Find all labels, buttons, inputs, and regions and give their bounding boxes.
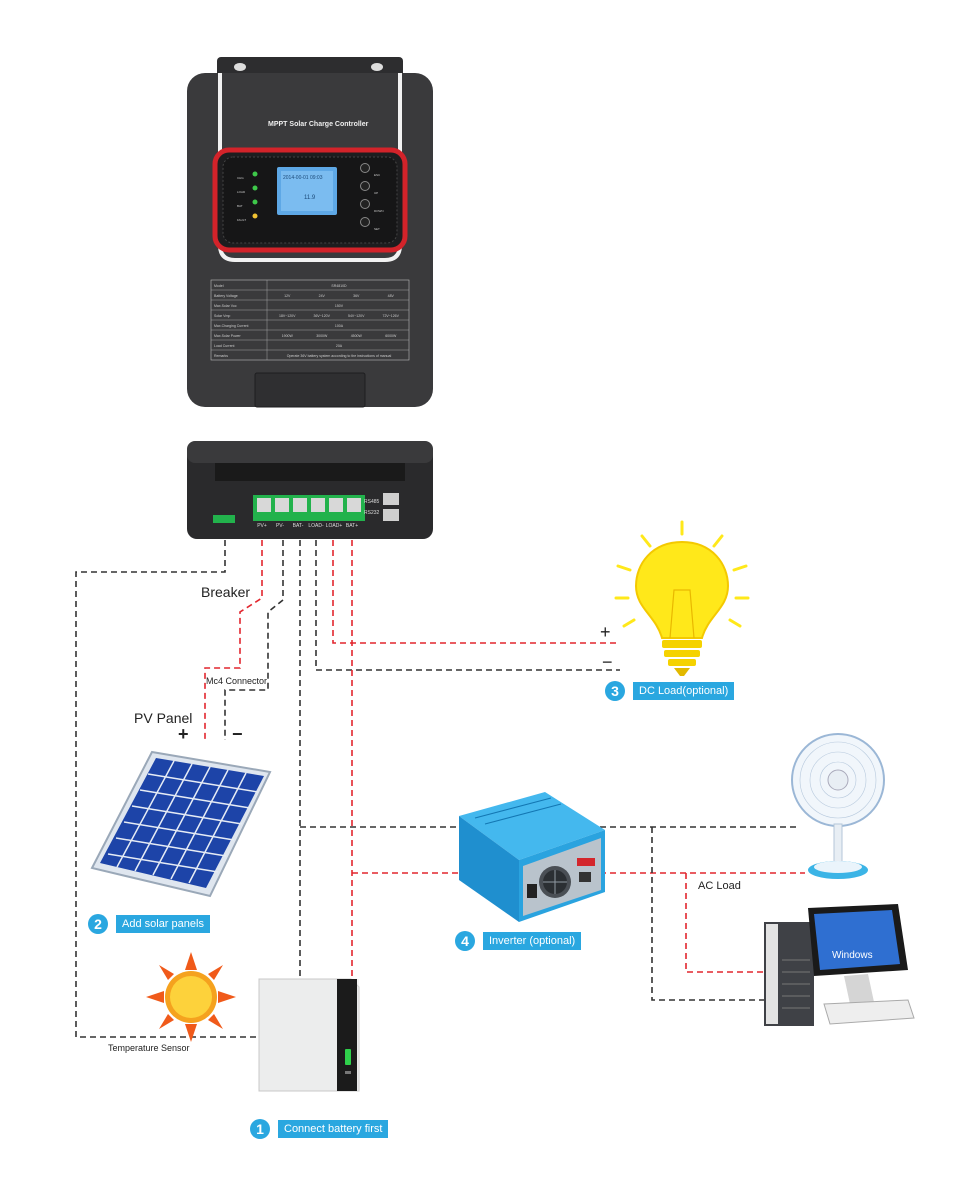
step-text: Connect battery first [278,1120,389,1138]
button-label-set: SET [374,227,380,231]
step-number: 4 [455,931,475,951]
mc4-connector-label: Mc4 Connector [206,676,268,686]
ac-black-drop [651,827,770,1001]
mount-hole-left [234,63,246,71]
lcd-line1: 2014-00-01 09:03 [283,175,323,181]
led-labels: CHG LOAD BAT FAULT [237,171,246,227]
mount-hole-right [371,63,383,71]
controller-title: MPPT Solar Charge Controller [268,121,368,128]
temp-sensor-wire [75,540,258,1038]
controller-brand: MPPT [268,121,288,128]
load-positive-wire [332,540,620,644]
terminal-pv-plus: PV+ [257,523,267,529]
sun-icon [146,952,236,1042]
led-label-chg: CHG [237,176,244,180]
pv-panel-label: PV Panel [134,710,193,726]
step-text: Add solar panels [116,915,210,933]
controller-terminal-side [187,441,433,539]
lcd-value: 11.9 [304,195,316,201]
pv-plus-sign: + [178,724,189,744]
light-bulb [614,520,750,676]
step-number: 2 [88,914,108,934]
button-up [360,181,370,191]
solar-panel [90,750,272,898]
step-3-dc-load: 3 DC Load(optional) [605,681,735,701]
led-label-load: LOAD [237,190,246,194]
port-rs232: RS232 [364,510,380,516]
step-4-inverter: 4 Inverter (optional) [455,931,582,951]
load-negative-wire [315,540,620,671]
button-labels: ESC UP DOWN SET [374,166,384,238]
led-fault [252,213,258,219]
inverter [459,792,605,922]
ac-load-label: AC Load [698,880,741,892]
step-text: Inverter (optional) [483,932,582,950]
terminal-labels: PV+ PV- BAT- LOAD- LOAD+ BAT+ [253,523,373,529]
button-label-down: DOWN [374,209,384,213]
terminal-bat-plus: BAT+ [345,523,359,529]
pv-negative-wire [224,540,284,740]
step-1-connect-battery: 1 Connect battery first [250,1119,389,1139]
port-rs485: RS485 [364,499,380,505]
step-number: 1 [250,1119,270,1139]
battery [258,978,360,1092]
breaker-label: Breaker [201,584,251,600]
dc-plus-sign: + [600,622,611,642]
led-chg [252,171,258,177]
windows-logo-text: Windows [832,950,873,961]
led-bat [252,199,258,205]
ac-red-drop [685,873,770,973]
step-number: 3 [605,681,625,701]
temperature-sensor-label: Temperature Sensor [108,1043,190,1053]
step-text: DC Load(optional) [633,682,735,700]
terminal-load-plus: LOAD+ [325,523,343,529]
button-down [360,199,370,209]
charge-controller [187,57,433,408]
button-label-up: UP [374,191,379,195]
computer [764,904,915,1026]
button-set [360,217,370,227]
terminal-load-minus: LOAD- [308,523,324,529]
dc-minus-sign: − [602,652,613,672]
pv-positive-wire [204,540,263,740]
pv-minus-sign: − [232,724,243,744]
led-load [252,185,258,191]
step-2-add-solar-panels: 2 Add solar panels [88,914,210,934]
button-esc [360,163,370,173]
button-label-esc: ESC [374,173,381,177]
fan [791,733,885,879]
led-label-fault: FAULT [237,218,247,222]
controller-title-text: Solar Charge Controller [289,121,369,128]
terminal-bat-minus: BAT- [292,523,304,529]
led-label-bat: BAT [237,204,243,208]
terminal-pv-minus: PV- [275,523,285,529]
